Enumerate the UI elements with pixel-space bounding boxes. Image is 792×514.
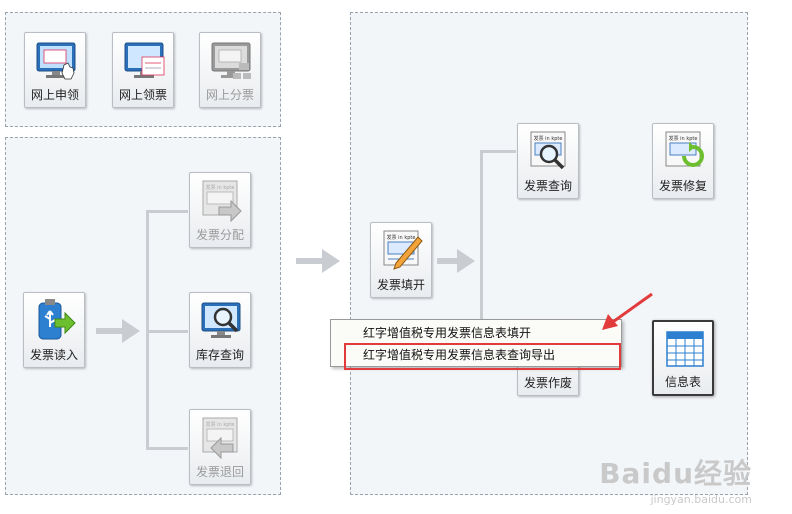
table-grid-icon [666, 331, 704, 367]
apply-online-label: 网上申领 [30, 88, 79, 102]
apply-online-tile[interactable]: 网上申领 [24, 32, 86, 108]
invoice-assign-label: 发票分配 [195, 228, 244, 242]
invoice-repair-tile[interactable]: 发票 in kpte 发票修复 [652, 123, 714, 199]
invoice-void-label: 发票作废 [523, 376, 572, 390]
monitor-search-icon [201, 302, 241, 338]
invoice-repair-label: 发票修复 [658, 179, 707, 193]
right-branch-vertical-line [480, 150, 483, 320]
arrow-head [457, 249, 475, 273]
monitor-split-icon [211, 42, 251, 79]
menu-item-fill-red-info-table[interactable]: 红字增值税专用发票信息表填开 [363, 326, 532, 340]
watermark-logo: Baidu经验 [599, 457, 752, 490]
branch-to-assign [146, 210, 188, 213]
invoice-refresh-icon: 发票 in kpte [665, 131, 704, 167]
branch-to-query [480, 150, 516, 153]
branch-to-return [146, 447, 188, 450]
branch-to-stock [146, 330, 188, 333]
monitor-ticket-icon [124, 42, 165, 78]
invoice-icon-text: 发票 in kpte [534, 135, 563, 142]
connector-left-to-right [296, 258, 324, 264]
monitor-hand-icon [36, 42, 76, 80]
invoice-pen-icon: 发票 in kpte [383, 230, 423, 270]
connector-read-to-branch [96, 328, 124, 334]
split-online-label: 网上分票 [205, 88, 254, 102]
invoice-return-label: 发票退回 [195, 465, 244, 479]
invoice-fill-tile[interactable]: 发票 in kpte 发票填开 [370, 222, 432, 298]
invoice-icon-text: 发票 in kpte [206, 184, 235, 191]
collect-online-tile[interactable]: 网上领票 [112, 32, 174, 108]
invoice-icon-text: 发票 in kpte [669, 135, 698, 142]
arrow-head [122, 319, 140, 343]
context-menu: 红字增值税专用发票信息表填开 红字增值税专用发票信息表查询导出 [330, 319, 622, 367]
invoice-arrow-left-icon: 发票 in kpte [202, 417, 238, 460]
invoice-assign-tile[interactable]: 发票 in kpte 发票分配 [189, 172, 251, 248]
info-table-label: 信息表 [664, 375, 701, 389]
invoice-icon-text: 发票 in kpte [206, 421, 235, 428]
watermark-url: jingyan.baidu.com [650, 493, 752, 506]
invoice-search-icon: 发票 in kpte [530, 131, 566, 170]
annotation-arrow [602, 292, 653, 330]
invoice-icon-text: 发票 in kpte [387, 234, 416, 241]
invoice-read-label: 发票读入 [29, 348, 78, 362]
connector-fill-to-branch [437, 258, 459, 264]
stock-query-tile[interactable]: 库存查询 [189, 292, 251, 368]
split-online-tile[interactable]: 网上分票 [199, 32, 261, 108]
info-table-tile[interactable]: 信息表 [652, 320, 714, 396]
invoice-query-tile[interactable]: 发票 in kpte 发票查询 [517, 123, 579, 199]
invoice-read-tile[interactable]: 发票读入 [23, 292, 85, 368]
menu-item-query-export-red-info-table[interactable]: 红字增值税专用发票信息表查询导出 [363, 348, 556, 362]
invoice-query-label: 发票查询 [523, 179, 572, 193]
collect-online-label: 网上领票 [118, 88, 167, 102]
arrow-head [322, 249, 340, 273]
stock-query-label: 库存查询 [195, 348, 244, 362]
invoice-fill-label: 发票填开 [376, 278, 425, 292]
invoice-arrow-right-icon: 发票 in kpte [202, 180, 242, 223]
invoice-return-tile[interactable]: 发票 in kpte 发票退回 [189, 409, 251, 485]
usb-arrow-icon [38, 299, 76, 340]
